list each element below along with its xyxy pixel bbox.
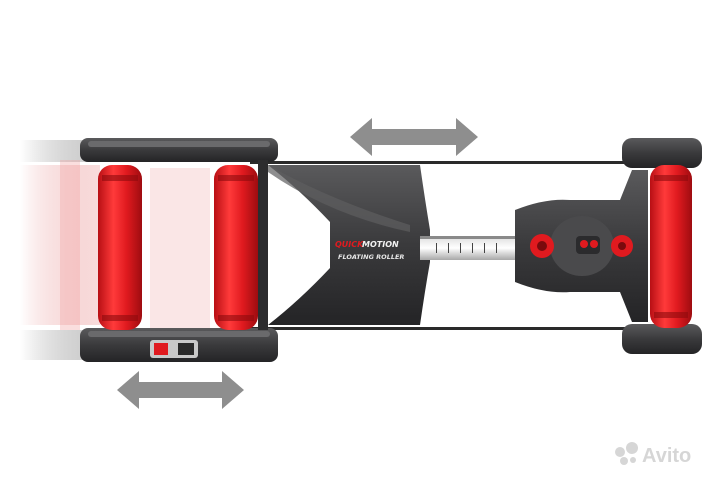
brand-quick-text: QUICK: [335, 240, 364, 249]
adjust-rail: [420, 236, 530, 260]
adjust-arrow-bottom: [117, 371, 244, 409]
motion-blur: [20, 140, 210, 360]
brand-motion-text: MOTION: [362, 240, 399, 249]
avito-text: Avito: [642, 445, 691, 467]
adjust-arrow-top: [350, 118, 478, 156]
avito-watermark: Avito: [615, 442, 691, 467]
front-fork: [515, 170, 648, 322]
front-frame: [622, 138, 702, 354]
base-latch: [150, 340, 198, 358]
rear-rollers: [98, 165, 258, 330]
front-roller: [650, 165, 692, 328]
product-logo: QUICK MOTION FLOATING ROLLER: [335, 240, 404, 261]
center-body: [268, 165, 430, 325]
side-rods: [250, 161, 635, 330]
model-name-text: FLOATING ROLLER: [338, 253, 404, 261]
